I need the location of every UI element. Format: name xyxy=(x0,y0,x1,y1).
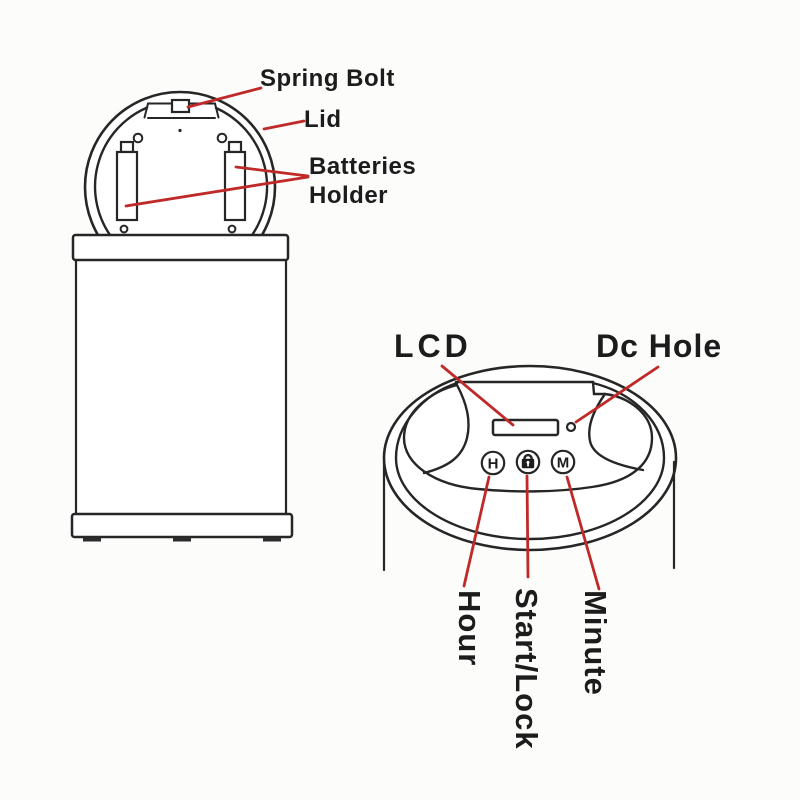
lid-screw-left xyxy=(119,224,129,234)
center-dot xyxy=(178,128,182,133)
padlock-icon xyxy=(521,453,535,469)
label-hour: Hour xyxy=(452,590,487,667)
hour-button-letter: H xyxy=(488,456,499,473)
leader-dc-hole xyxy=(574,365,660,424)
left-recess-curve xyxy=(422,383,470,475)
leader-lines xyxy=(124,86,660,591)
panel-top-edge xyxy=(454,380,607,396)
leader-spring-bolt xyxy=(186,86,263,109)
leader-start-lock xyxy=(525,474,530,579)
battery-right xyxy=(223,140,247,222)
label-lid: Lid xyxy=(304,106,342,133)
label-batteries-line2: Holder xyxy=(309,182,389,210)
top-view-figure xyxy=(382,364,678,572)
hour-button xyxy=(480,450,506,476)
canister-body xyxy=(70,233,294,542)
leader-minute xyxy=(565,475,601,591)
screw-hole-right xyxy=(216,132,228,144)
screw-hole-left xyxy=(132,132,144,144)
label-spring-bolt: Spring Bolt xyxy=(260,65,395,92)
top-inner-rim xyxy=(394,381,666,541)
label-lcd: LCD xyxy=(394,328,472,364)
foot-left xyxy=(83,536,101,542)
label-batteries-line1: Batteries xyxy=(309,153,417,180)
foot-right xyxy=(263,536,281,542)
label-minute: Minute xyxy=(578,590,613,696)
leader-lid xyxy=(262,119,306,131)
side-view-figure xyxy=(70,90,294,542)
label-batteries-holder: Batteries Holder xyxy=(309,152,416,211)
minute-button-letter: M xyxy=(557,455,570,472)
label-dc-hole: Dc Hole xyxy=(596,328,723,364)
leader-battery-right xyxy=(234,165,310,178)
leader-lcd xyxy=(440,364,515,427)
leader-hour xyxy=(462,475,491,588)
spring-bolt-tab xyxy=(170,98,191,114)
leader-battery-left xyxy=(124,175,310,208)
label-start-lock: Start/Lock xyxy=(509,588,544,750)
dc-hole xyxy=(565,421,577,433)
battery-left xyxy=(115,140,139,222)
lcd-window xyxy=(491,418,560,437)
lid-bowl-edge xyxy=(402,383,654,493)
lid-screw-right xyxy=(227,224,237,234)
minute-button xyxy=(550,449,576,475)
foot-center xyxy=(173,536,191,542)
